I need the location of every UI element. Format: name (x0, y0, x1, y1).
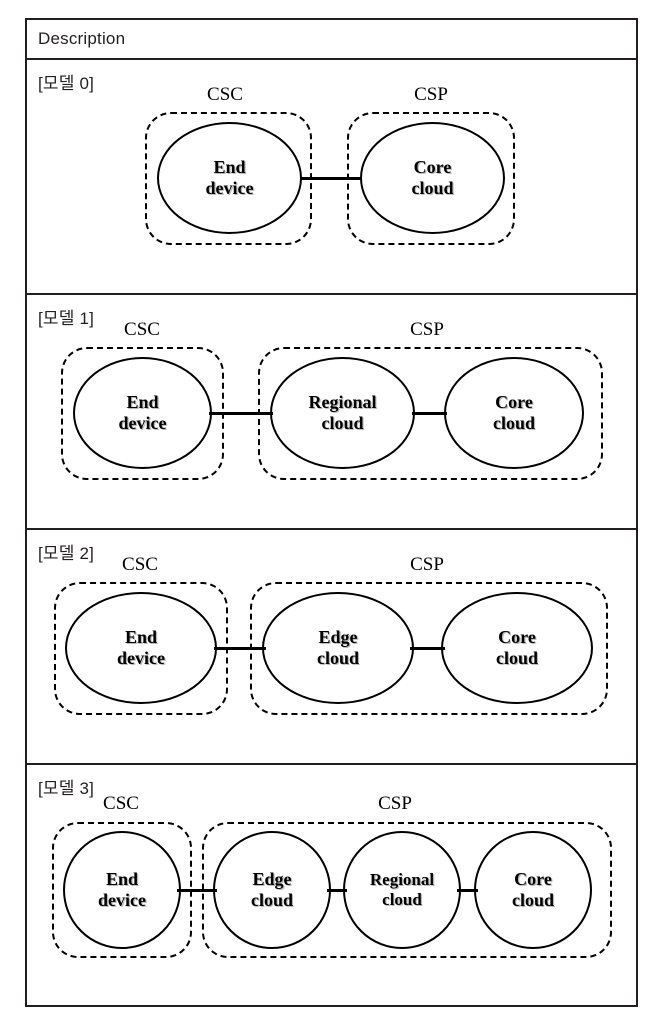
node-label-line1: Core (413, 156, 452, 177)
group-label-csp: CSP (410, 319, 444, 340)
model-3-diagram: CSC CSP End device Edge cloud Regional c… (27, 765, 636, 1005)
link-end-device-edge-cloud (214, 647, 266, 650)
table-row: [모델 2] CSC CSP End device Edge cloud Cor… (27, 530, 636, 765)
node-label-line1: Core (514, 868, 552, 889)
node-core-cloud: Core cloud (444, 357, 584, 469)
model-label: [모델 2] (38, 544, 95, 563)
group-label-csp: CSP (414, 84, 448, 105)
node-label-line1: Edge (318, 626, 358, 647)
group-label-csc: CSC (124, 319, 160, 340)
node-label-line2: cloud (321, 413, 364, 433)
node-label-line2: cloud (316, 648, 359, 668)
table-row: [모델 1] CSC CSP End device Regional cloud… (27, 295, 636, 530)
node-end-device: End device (73, 357, 212, 469)
node-core-cloud: Core cloud (360, 122, 505, 234)
model-label: [모델 0] (38, 74, 95, 93)
node-label-line2: device (118, 413, 167, 433)
node-end-device: End device (157, 122, 302, 234)
node-label-line2: cloud (492, 413, 535, 433)
node-label-line2: device (205, 178, 254, 198)
model-label: [모델 1] (38, 309, 95, 328)
group-label-csc: CSC (207, 84, 243, 105)
node-label-line1: End (126, 391, 159, 412)
node-label-line1: Core (495, 391, 533, 412)
group-label-csc: CSC (122, 554, 158, 575)
node-label-line1: Regional (308, 391, 377, 412)
node-end-device: End device (65, 592, 217, 704)
node-label-line1: End (105, 868, 139, 889)
model-1-diagram: CSC CSP End device Regional cloud Core c… (27, 295, 636, 528)
model-2-diagram: CSC CSP End device Edge cloud Core cloud (27, 530, 636, 763)
link-end-device-core-cloud (301, 177, 361, 180)
node-label-line2: cloud (495, 648, 538, 668)
node-label-line1: Edge (252, 868, 292, 889)
description-table: Description [모델 0] CSC CSP End device Co… (25, 18, 638, 1007)
node-edge-cloud: Edge cloud (262, 592, 414, 704)
node-label-line1: Core (498, 626, 536, 647)
node-label-line2: cloud (382, 890, 422, 909)
table-row: [모델 0] CSC CSP End device Core cloud (27, 60, 636, 295)
node-label-line1: End (124, 626, 158, 647)
node-edge-cloud: Edge cloud (213, 831, 331, 949)
model-0-diagram: CSC CSP End device Core cloud (27, 60, 636, 293)
node-label-line1: End (213, 156, 246, 177)
group-label-csc: CSC (103, 793, 139, 814)
node-core-cloud: Core cloud (441, 592, 593, 704)
table-header-row: Description (27, 20, 636, 60)
table-header-label: Description (38, 29, 126, 48)
link-regional-cloud-core-cloud (412, 412, 447, 415)
node-label-line2: cloud (511, 890, 554, 910)
link-end-device-regional-cloud (209, 412, 273, 415)
node-label-line2: device (98, 890, 146, 910)
link-edge-cloud-core-cloud (410, 647, 445, 650)
link-regional-cloud-core-cloud (457, 889, 478, 892)
node-label-line2: cloud (411, 178, 454, 198)
table-row: [모델 3] CSC CSP End device Edge cloud Reg… (27, 765, 636, 1005)
node-regional-cloud: Regional cloud (270, 357, 415, 469)
node-label-line1: Regional (369, 869, 435, 889)
model-label: [모델 3] (38, 779, 95, 798)
node-label-line2: cloud (250, 890, 293, 910)
node-label-line2: device (117, 648, 165, 668)
node-regional-cloud: Regional cloud (343, 831, 461, 949)
link-edge-cloud-regional-cloud (327, 889, 347, 892)
link-end-device-edge-cloud (177, 889, 217, 892)
group-label-csp: CSP (378, 793, 412, 814)
group-label-csp: CSP (410, 554, 444, 575)
node-core-cloud: Core cloud (474, 831, 592, 949)
node-end-device: End device (63, 831, 181, 949)
